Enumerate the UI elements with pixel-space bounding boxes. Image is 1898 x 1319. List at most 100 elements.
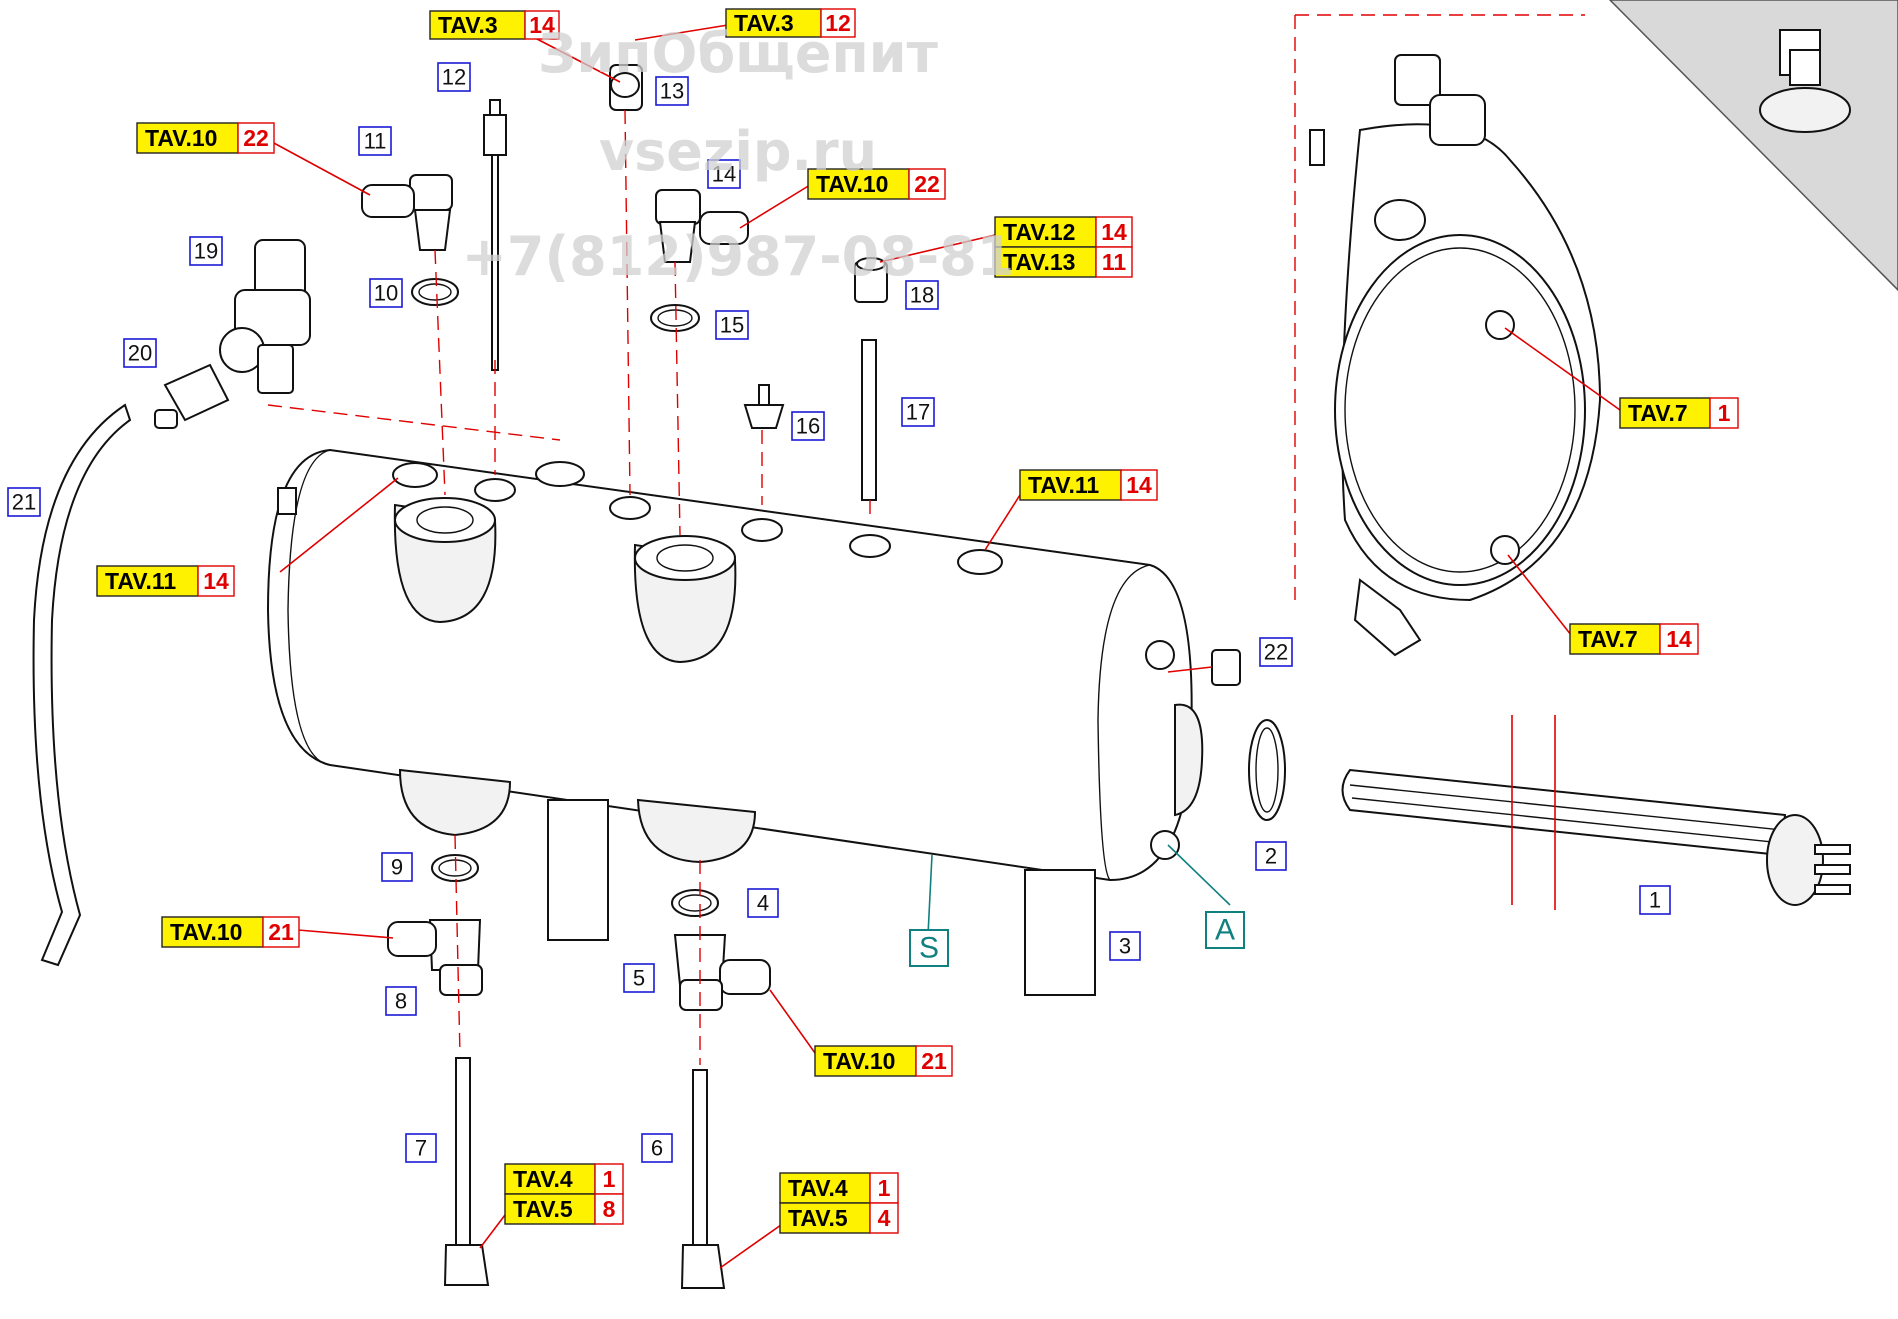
svg-text:TAV.7: TAV.7	[1578, 626, 1638, 652]
part-number-13: 13	[655, 76, 689, 106]
svg-text:12: 12	[825, 10, 851, 36]
svg-text:17: 17	[906, 400, 930, 425]
svg-text:12: 12	[442, 65, 466, 90]
part-17-tube	[861, 339, 877, 501]
part-8-elbow	[387, 919, 483, 996]
svg-text:14: 14	[1126, 472, 1152, 498]
svg-text:13: 13	[660, 79, 684, 104]
svg-text:TAV.4: TAV.4	[513, 1166, 573, 1192]
svg-text:8: 8	[603, 1196, 616, 1222]
boiler-tank	[266, 448, 1204, 996]
part-number-18: 18	[905, 280, 939, 310]
svg-text:1: 1	[603, 1166, 616, 1192]
svg-text:21: 21	[268, 919, 294, 945]
part-number-22: 22	[1259, 637, 1293, 667]
part-number-5: 5	[623, 963, 655, 993]
svg-text:21: 21	[12, 490, 36, 515]
part-4-gasket	[671, 889, 719, 917]
part-number-14: 14	[707, 159, 741, 189]
ref-tag: TAV.4 1	[779, 1172, 899, 1204]
svg-text:TAV.3: TAV.3	[734, 10, 794, 36]
part-6-tube	[680, 1069, 726, 1289]
svg-text:1: 1	[1649, 888, 1661, 913]
part-7-tube	[443, 1057, 490, 1286]
part-21-hose	[32, 403, 132, 967]
part-1-heating-element	[1341, 715, 1851, 910]
svg-text:19: 19	[194, 239, 218, 264]
svg-text:14: 14	[203, 568, 229, 594]
part-number-15: 15	[715, 310, 749, 340]
part-number-17: 17	[901, 397, 935, 427]
part-number-12: 12	[437, 62, 471, 92]
part-number-21: 21	[7, 487, 41, 517]
svg-text:20: 20	[128, 341, 152, 366]
svg-text:TAV.5: TAV.5	[513, 1196, 573, 1222]
svg-text:6: 6	[651, 1136, 663, 1161]
svg-text:22: 22	[243, 125, 269, 151]
part-2-gasket	[1248, 719, 1286, 821]
svg-text:S: S	[919, 932, 939, 965]
assembly-dashed-lines	[267, 109, 871, 1065]
part-number-1: 1	[1639, 885, 1671, 915]
part-number-6: 6	[641, 1133, 673, 1163]
svg-text:14: 14	[529, 12, 555, 38]
svg-text:8: 8	[395, 989, 407, 1014]
svg-text:TAV.10: TAV.10	[823, 1048, 895, 1074]
svg-text:15: 15	[720, 313, 744, 338]
part-number-16: 16	[791, 411, 825, 441]
part-number-20: 20	[123, 338, 157, 368]
ref-tag: TAV.10 22	[807, 168, 946, 200]
svg-text:TAV.12: TAV.12	[1003, 219, 1075, 245]
part-18-nipple	[854, 257, 888, 303]
part-number-3: 3	[1109, 931, 1141, 961]
svg-text:TAV.7: TAV.7	[1628, 400, 1688, 426]
svg-text:1: 1	[878, 1175, 891, 1201]
ref-tag: TAV.5 8	[504, 1193, 624, 1225]
part-22-plug	[1211, 649, 1241, 686]
part-number-2: 2	[1255, 841, 1287, 871]
svg-text:TAV.4: TAV.4	[788, 1175, 848, 1201]
svg-text:1: 1	[1718, 400, 1731, 426]
part-9-gasket	[431, 854, 479, 882]
part-11-elbow	[361, 174, 453, 251]
watermark-site: vsezip.ru	[599, 120, 877, 183]
svg-text:4: 4	[878, 1205, 891, 1231]
watermark-phone: +7(812)987-08-81	[462, 225, 1015, 288]
part-number-labels: 1 2 3 4 5 6 7 8 9 10 11 12 13 14 15 16 1…	[7, 62, 1671, 1163]
inset-end-view	[1294, 14, 1602, 657]
part-number-11: 11	[358, 126, 392, 156]
ref-tag: TAV.3 12	[725, 8, 856, 38]
ref-tag: TAV.7 1	[1619, 397, 1739, 429]
svg-text:TAV.5: TAV.5	[788, 1205, 848, 1231]
svg-text:22: 22	[914, 171, 940, 197]
svg-text:14: 14	[1101, 219, 1127, 245]
svg-text:11: 11	[364, 129, 387, 154]
svg-text:14: 14	[1666, 626, 1692, 652]
ref-tag: TAV.10 22	[136, 122, 275, 154]
svg-text:TAV.10: TAV.10	[816, 171, 888, 197]
ref-tag: TAV.5 4	[779, 1202, 899, 1234]
svg-text:7: 7	[415, 1136, 427, 1161]
part-10-gasket	[411, 278, 459, 306]
connection-label-s: S	[909, 929, 949, 967]
svg-text:22: 22	[1264, 640, 1288, 665]
part-15-gasket	[650, 304, 700, 332]
svg-text:A: A	[1215, 914, 1235, 947]
svg-text:TAV.10: TAV.10	[170, 919, 242, 945]
corner-thumbnail	[1608, 0, 1898, 292]
part-13-fitting	[609, 64, 643, 111]
part-number-8: 8	[385, 986, 417, 1016]
svg-text:TAV.13: TAV.13	[1003, 249, 1075, 275]
svg-text:3: 3	[1119, 934, 1131, 959]
connection-label-a: A	[1205, 911, 1245, 949]
svg-text:TAV.11: TAV.11	[1028, 472, 1099, 498]
part-14-tee	[655, 189, 749, 263]
part-number-19: 19	[189, 236, 223, 266]
svg-text:5: 5	[633, 966, 645, 991]
svg-text:TAV.10: TAV.10	[145, 125, 217, 151]
